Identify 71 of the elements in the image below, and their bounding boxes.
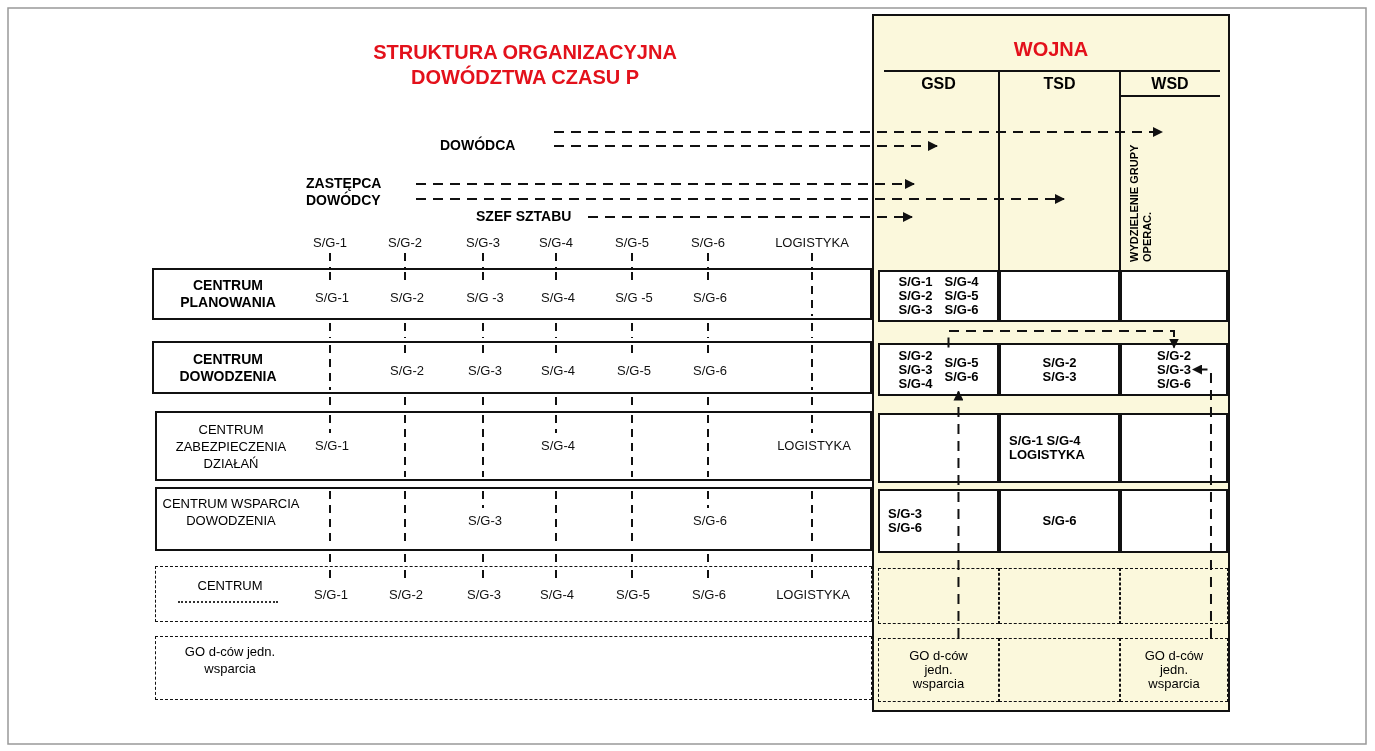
- dashed-arrow: [553, 127, 1163, 137]
- center-row-box: [155, 411, 872, 481]
- staff-list: S/G-5 S/G-6: [944, 355, 979, 384]
- staff-label: S/G-6: [692, 363, 728, 378]
- column-heading: S/G-5: [614, 235, 650, 250]
- staff-label: S/G-5: [616, 363, 652, 378]
- staff-label: S/G-4: [539, 587, 575, 602]
- role-label: DOWÓDCA: [440, 137, 550, 154]
- staff-list: S/G-6: [1042, 514, 1077, 528]
- column-heading: S/G-1: [312, 235, 348, 250]
- staff-list: S/G-1 S/G-4 LOGISTYKA: [1009, 434, 1085, 462]
- center-row-box: [155, 636, 872, 700]
- staff-label: S/G-1: [314, 438, 350, 453]
- column-heading: S/G-4: [538, 235, 574, 250]
- staff-label: S/G-3: [467, 513, 503, 528]
- staff-list: S/G-2 S/G-3: [1042, 355, 1077, 384]
- dashed-arrow: [415, 194, 1065, 204]
- staff-label: S/G-1: [314, 290, 350, 305]
- staff-list: S/G-1 S/G-2 S/G-3: [898, 275, 933, 317]
- staff-label: S/G-2: [388, 587, 424, 602]
- row-title: CENTRUM PLANOWANIA: [179, 277, 277, 311]
- panel-title: WOJNA: [1012, 38, 1090, 61]
- column-heading: GSD: [878, 70, 999, 97]
- column-heading: LOGISTYKA: [774, 235, 850, 250]
- center-row-box: [155, 487, 872, 551]
- row-title: CENTRUM DOWODZENIA: [178, 351, 278, 385]
- row-title: CENTRUM ZABEZPIECZENIA DZIAŁAŃ: [174, 421, 288, 472]
- staff-label: S/G-3: [467, 363, 503, 378]
- center-row-box: [155, 566, 872, 622]
- staff-label: LOGISTYKA: [776, 438, 852, 453]
- staff-label: S/G-5: [615, 587, 651, 602]
- dashed-arrow: [947, 330, 1179, 349]
- title: STRUKTURA ORGANIZACYJNA DOWÓDZTWA CZASU P: [372, 40, 678, 90]
- staff-label: S/G-6: [692, 290, 728, 305]
- staff-list: S/G-4 S/G-5 S/G-6: [944, 275, 979, 317]
- row-title: CENTRUM WSPARCIA DOWODZENIA: [161, 495, 301, 529]
- staff-label: LOGISTYKA: [775, 587, 851, 602]
- staff-label: S/G-3: [466, 587, 502, 602]
- dashed-arrow: [1192, 364, 1212, 639]
- staff-label: S/G-2: [389, 290, 425, 305]
- staff-label: S/G-6: [692, 513, 728, 528]
- dashed-arrow: [953, 390, 964, 639]
- column-heading: S/G-2: [387, 235, 423, 250]
- staff-label: S/G-2: [389, 363, 425, 378]
- row-title: CENTRUM: [196, 577, 264, 594]
- column-heading: TSD: [999, 70, 1120, 97]
- staff-label: S/G-6: [691, 587, 727, 602]
- column-heading: S/G-6: [690, 235, 726, 250]
- center-row-box: [152, 341, 872, 394]
- staff-list: S/G-2 S/G-3 S/G-4: [898, 348, 933, 391]
- staff-label: S/G-4: [540, 363, 576, 378]
- role-label: ZASTĘPCA DOWÓDCY: [306, 175, 414, 209]
- role-label: SZEF SZTABU: [476, 208, 610, 225]
- cell-note: GO d-ców jedn. wsparcia: [1143, 649, 1205, 691]
- staff-list: S/G-2 S/G-3 S/G-6: [1157, 348, 1191, 391]
- staff-label: S/G-1: [313, 587, 349, 602]
- dashed-arrow: [587, 212, 913, 222]
- war-panel: [872, 14, 1230, 712]
- column-heading: S/G-3: [465, 235, 501, 250]
- staff-label: S/G -5: [614, 290, 654, 305]
- cell-note: GO d-ców jedn. wsparcia: [908, 649, 969, 691]
- staff-list: S/G-3 S/G-6: [888, 507, 922, 535]
- staff-label: S/G-4: [540, 290, 576, 305]
- column-heading: WSD: [1120, 70, 1220, 97]
- staff-label: S/G-4: [540, 438, 576, 453]
- row-title: GO d-ców jedn. wsparcia: [183, 643, 277, 677]
- center-row-box: [152, 268, 872, 320]
- dashed-arrow: [415, 179, 915, 189]
- vertical-note: WYDZIELENIE GRUPY OPERAC.: [1128, 143, 1154, 262]
- dashed-arrow: [553, 141, 938, 151]
- staff-label: S/G -3: [465, 290, 505, 305]
